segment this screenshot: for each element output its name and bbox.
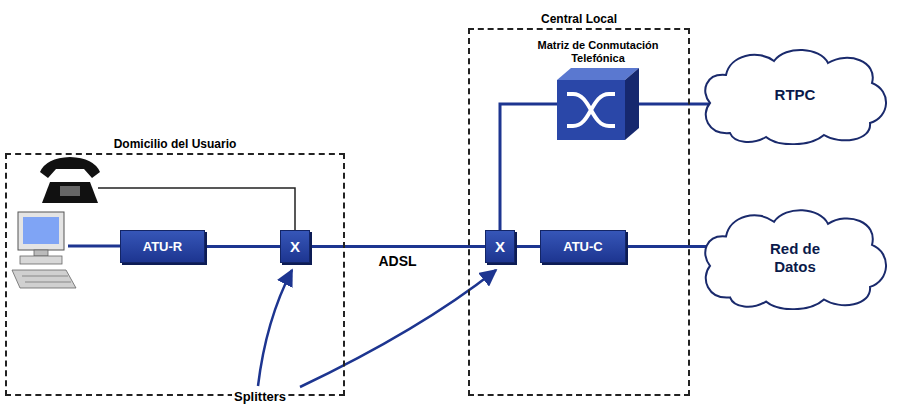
- switch-title: Matriz de Conmutación Telefónica: [515, 39, 681, 65]
- callout-label: Splitters: [232, 389, 288, 404]
- dashed-region: ATU-RXDomicilio del Usuario: [5, 153, 345, 396]
- line-connector: [626, 245, 712, 248]
- keyboard: [12, 270, 76, 288]
- line-connector: [500, 104, 557, 230]
- equipment-box: ATU-C: [540, 230, 626, 263]
- splitter-box: X: [485, 230, 515, 263]
- phone-handset: [40, 157, 100, 178]
- edge-label: ADSL: [375, 253, 419, 269]
- network-cloud: RTPC: [700, 45, 890, 145]
- box-label: ATU-C: [563, 239, 602, 254]
- region-title: Domicilio del Usuario: [0, 137, 363, 151]
- computer-icon: [12, 212, 76, 288]
- network-cloud: Red de Datos: [700, 205, 890, 310]
- cube-top: [557, 68, 639, 80]
- region-title: Central Local: [450, 12, 708, 26]
- telephone-icon: [40, 157, 100, 203]
- cube-front: [557, 80, 625, 140]
- line-connector: [515, 245, 540, 248]
- cloud-shape: [705, 50, 886, 144]
- line-connector: [639, 103, 712, 106]
- phone-keypad: [60, 186, 80, 196]
- cloud-label: RTPC: [775, 86, 816, 104]
- computer-wire: [68, 245, 120, 248]
- monitor: [18, 212, 64, 250]
- splitter-label: X: [290, 238, 300, 255]
- splitter-box: X: [280, 230, 310, 263]
- phone-base: [42, 182, 98, 203]
- equipment-box: ATU-R: [120, 230, 205, 263]
- line-connector: [205, 245, 280, 248]
- cloud-label: Red de Datos: [752, 240, 838, 276]
- leader-arrow: [258, 270, 292, 386]
- cube-side: [625, 68, 639, 140]
- switch-symbol: [567, 94, 615, 126]
- splitter-label: X: [495, 238, 505, 255]
- monitor-stand: [34, 250, 48, 256]
- leader-arrow: [300, 270, 496, 387]
- switch-matrix: Matriz de Conmutación Telefónica: [557, 68, 639, 140]
- screen: [23, 217, 59, 244]
- switch-cube: [557, 68, 639, 140]
- box-label: ATU-R: [143, 239, 182, 254]
- dashed-region: XATU-CMatriz de Conmutación TelefónicaCe…: [468, 28, 690, 396]
- computer-case: [20, 256, 62, 264]
- keyboard-keys: [22, 276, 71, 282]
- cloud-shape: [705, 210, 886, 309]
- line-connector: [310, 245, 485, 248]
- cloud-text-holder: Red de Datos: [700, 205, 890, 310]
- cloud-text-holder: RTPC: [700, 45, 890, 145]
- phone-wire: [98, 188, 295, 230]
